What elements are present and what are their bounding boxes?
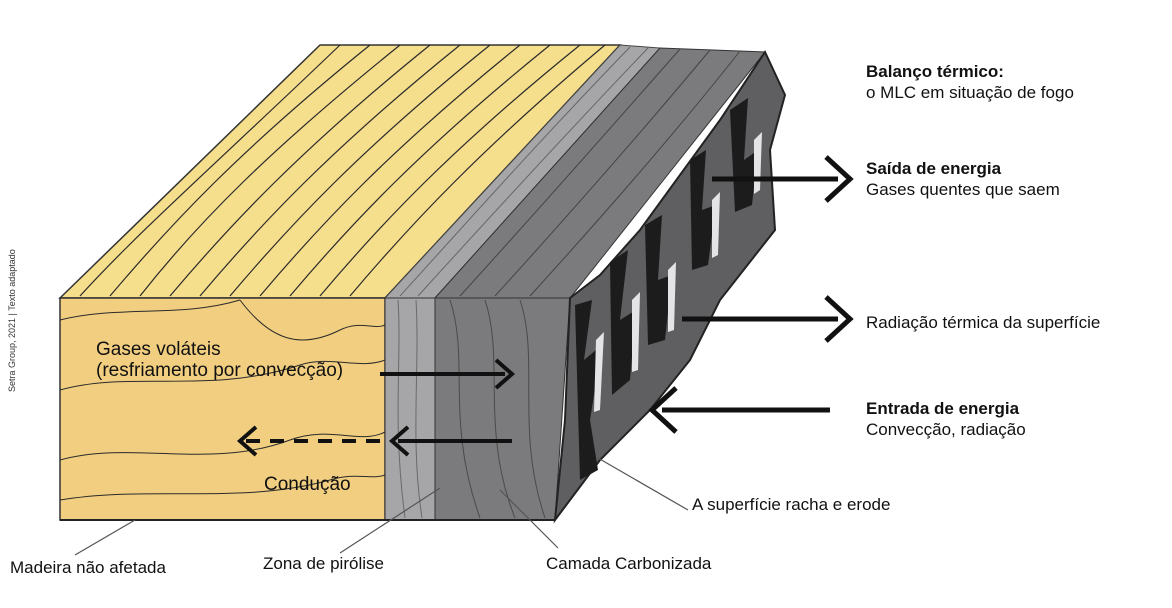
energy-in-arrowhead [648,386,678,434]
surface-erodes-label: A superfície racha e erode [692,495,891,514]
energy-out-arrowhead [824,155,854,203]
credit-text: Setra Group, 2021 | Texto adaptado [7,249,17,392]
energy-out-heading: Saída de energia [866,159,1002,178]
char-layer-label: Camada Carbonizada [546,554,712,573]
energy-in-heading: Entrada de energia [866,399,1020,418]
conduction-arrowhead-char [388,425,410,457]
radiation-label: Radiação térmica da superfície [866,313,1101,332]
pyrolysis-front-grain [397,299,423,519]
top-grain-lines [79,44,606,297]
conduction-label: Condução [264,474,351,495]
leader-lines [74,457,689,556]
unaffected-wood-label: Madeira não afetada [10,558,166,577]
surface-cracks [575,98,758,480]
wood-front-face [59,297,386,521]
volatile-gases-line1: Gases voláteis [96,339,221,360]
pyrolysis-zone-label: Zona de pirólise [263,554,384,573]
char-front-grain [449,299,546,519]
volatile-gases-line2: (resfriamento por convecção) [96,360,344,381]
title-heading: Balanço térmico: [866,62,1004,81]
energy-out-detail: Gases quentes que saem [866,180,1060,199]
pyrolysis-front-face [384,297,436,521]
conduction-arrowhead-wood [236,425,258,457]
title-subtitle: o MLC em situação de fogo [866,83,1074,102]
radiation-arrowhead [824,295,854,343]
char-top-grain [459,48,741,297]
gases-arrowhead [494,358,516,390]
energy-in-detail: Convecção, radiação [866,420,1026,439]
front-grain-lines [59,299,386,501]
char-front-face [434,297,571,521]
pyrolysis-top-grain [399,46,649,297]
